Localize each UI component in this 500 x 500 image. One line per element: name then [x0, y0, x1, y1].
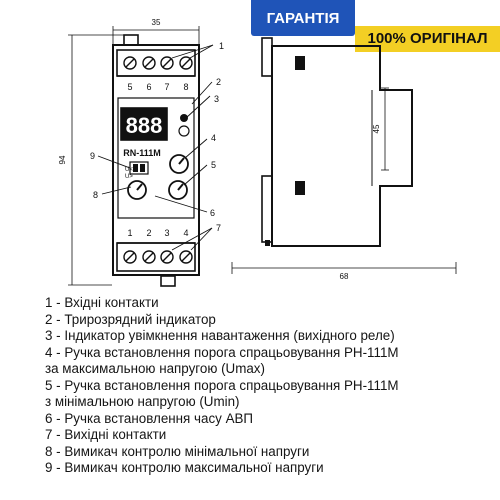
- dimension-depth-inner: 45: [372, 124, 381, 133]
- callout-2: 2: [216, 77, 221, 87]
- callout-8: 8: [93, 190, 98, 200]
- legend-list: 1 - Вхідні контакти 2 - Трирозрядний інд…: [45, 295, 495, 477]
- terminal-number-6: 6: [146, 82, 151, 92]
- guarantee-text: ГАРАНТІЯ: [266, 10, 340, 27]
- callout-5: 5: [211, 160, 216, 170]
- switch-label-umin: U<: [125, 167, 133, 173]
- side-top-terminal: [261, 37, 273, 77]
- front-view: [112, 34, 200, 287]
- callout-lines: [97, 44, 214, 251]
- display-digits: 888: [126, 113, 163, 138]
- switch-label-umax: U>: [125, 174, 133, 180]
- terminal-number-1: 1: [127, 228, 132, 238]
- callout-9: 9: [90, 151, 95, 161]
- legend-item-2: 2 - Трирозрядний індикатор: [45, 311, 216, 327]
- legend-item-5: 5 - Ручка встановлення порога спрацьовув…: [45, 377, 399, 393]
- led-display: [120, 107, 168, 141]
- terminal-number-7: 7: [164, 82, 169, 92]
- callout-1: 1: [219, 41, 224, 51]
- model-label: RN-111M: [123, 148, 161, 158]
- callout-4: 4: [211, 133, 216, 143]
- side-bottom-terminal: [261, 175, 273, 243]
- guarantee-badge: ★★★★★ ГАРАНТІЯ: [251, 0, 355, 36]
- dimension-height: 94: [58, 155, 67, 164]
- legend-item-4: 4 - Ручка встановлення порога спрацьовув…: [45, 344, 399, 360]
- top-rail-tab: [123, 34, 139, 46]
- callout-numbers: 1 2 3 4 5 6 7 8 9: [90, 41, 224, 233]
- legend-item-3: 3 - Індикатор увімкнення навантаження (в…: [45, 328, 395, 343]
- relay-housing: [112, 44, 200, 276]
- callout-7: 7: [216, 223, 221, 233]
- terminal-number-3: 3: [164, 228, 169, 238]
- relay-drawing: 888 RN-111M U< U> 5 6 7 8 1 2 3 4 35 94 …: [58, 18, 457, 287]
- terminal-number-5: 5: [127, 82, 132, 92]
- legend-item-1: 1 - Вхідні контакти: [45, 295, 159, 310]
- load-indicator-led: [180, 114, 188, 122]
- relay-symbol-icon: [178, 125, 190, 137]
- side-view: [261, 37, 413, 247]
- umin-knob: [168, 180, 188, 200]
- side-housing: [271, 45, 413, 247]
- legend-item-9: 9 - Вимикач контролю максимальної напруг…: [45, 460, 324, 475]
- legend-item-4-continued: за максимальною напругою (Umax): [45, 361, 265, 376]
- terminal-number-8: 8: [183, 82, 188, 92]
- legend-item-5-continued: з мінімальною напругою (Umin): [45, 394, 240, 409]
- umax-knob: [169, 154, 189, 174]
- dimension-lines: [68, 26, 457, 286]
- callout-3: 3: [214, 94, 219, 104]
- callout-6: 6: [210, 208, 215, 218]
- bottom-rail-tab: [160, 275, 176, 287]
- terminal-screws: [123, 56, 193, 264]
- dimension-width: 35: [152, 18, 161, 27]
- dimension-depth: 68: [340, 272, 349, 281]
- delay-knob: [127, 180, 147, 200]
- terminal-number-2: 2: [146, 228, 151, 238]
- legend-item-6: 6 - Ручка встановлення часу АВП: [45, 410, 254, 426]
- front-panel: [117, 97, 195, 219]
- legend-item-7: 7 - Вихідні контакти: [45, 427, 167, 442]
- terminal-number-4: 4: [183, 228, 188, 238]
- legend-item-8: 8 - Вимикач контролю мінімальної напруги: [45, 443, 310, 459]
